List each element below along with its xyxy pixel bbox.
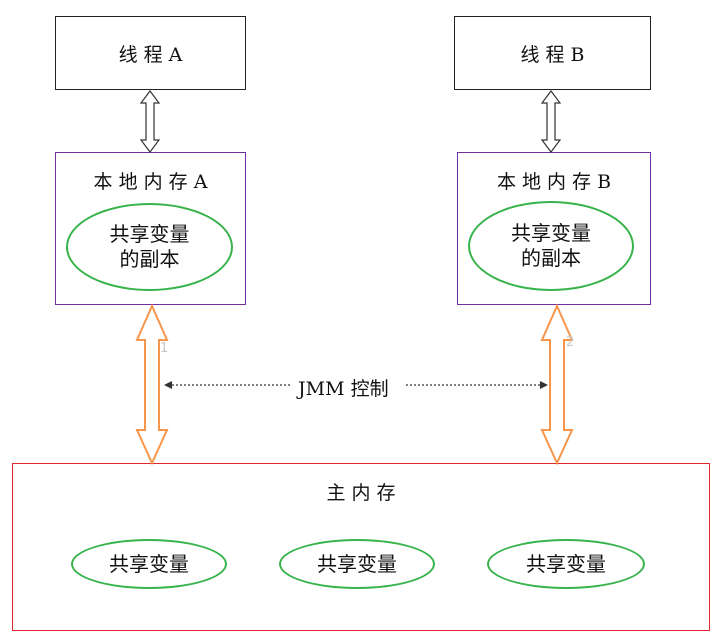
local-b-variable-copy: 共享变量 的副本 — [468, 201, 634, 291]
thread-a-local-a-arrow — [139, 90, 161, 153]
jmm-control-arrowhead-right — [540, 381, 548, 389]
main-shared-variable-1: 共享变量 — [71, 539, 227, 589]
jmm-control-arrowhead-left — [164, 381, 172, 389]
local-b-copy-line2: 的副本 — [521, 246, 581, 270]
local-b-copy-line1: 共享变量 — [511, 221, 591, 245]
local-b-main-sync-arrow — [540, 303, 574, 466]
right-arrow-faint-label: 2 — [566, 335, 574, 350]
main-shared-variable-3: 共享变量 — [487, 539, 645, 589]
thread-a-label: 线 程 A — [118, 43, 183, 66]
local-a-variable-copy: 共享变量 的副本 — [66, 203, 233, 291]
thread-a-box: 线 程 A — [55, 16, 246, 90]
local-memory-b-title: 本 地 内 存 B — [496, 171, 612, 193]
main-memory-title: 主 内 存 — [326, 482, 396, 504]
main-shared-variable-3-label: 共享变量 — [526, 551, 606, 576]
local-memory-b-box: 本 地 内 存 B 共享变量 的副本 — [457, 152, 651, 305]
thread-b-label: 线 程 B — [520, 43, 585, 66]
local-memory-a-title: 本 地 内 存 A — [93, 171, 208, 193]
jmm-control-label: JMM 控制 — [294, 374, 393, 401]
local-memory-a-box: 本 地 内 存 A 共享变量 的副本 — [55, 152, 246, 305]
main-memory-box: 主 内 存 共享变量 共享变量 共享变量 — [12, 463, 710, 631]
thread-b-box: 线 程 B — [454, 16, 651, 90]
main-shared-variable-2: 共享变量 — [279, 539, 435, 589]
local-a-copy-line1: 共享变量 — [109, 222, 190, 246]
main-shared-variable-2-label: 共享变量 — [317, 551, 397, 576]
left-arrow-faint-label: 1 — [160, 341, 168, 356]
thread-b-local-b-arrow — [540, 90, 562, 153]
main-shared-variable-1-label: 共享变量 — [109, 551, 189, 576]
local-a-main-sync-arrow — [135, 303, 169, 466]
local-a-copy-line2: 的副本 — [119, 247, 180, 271]
